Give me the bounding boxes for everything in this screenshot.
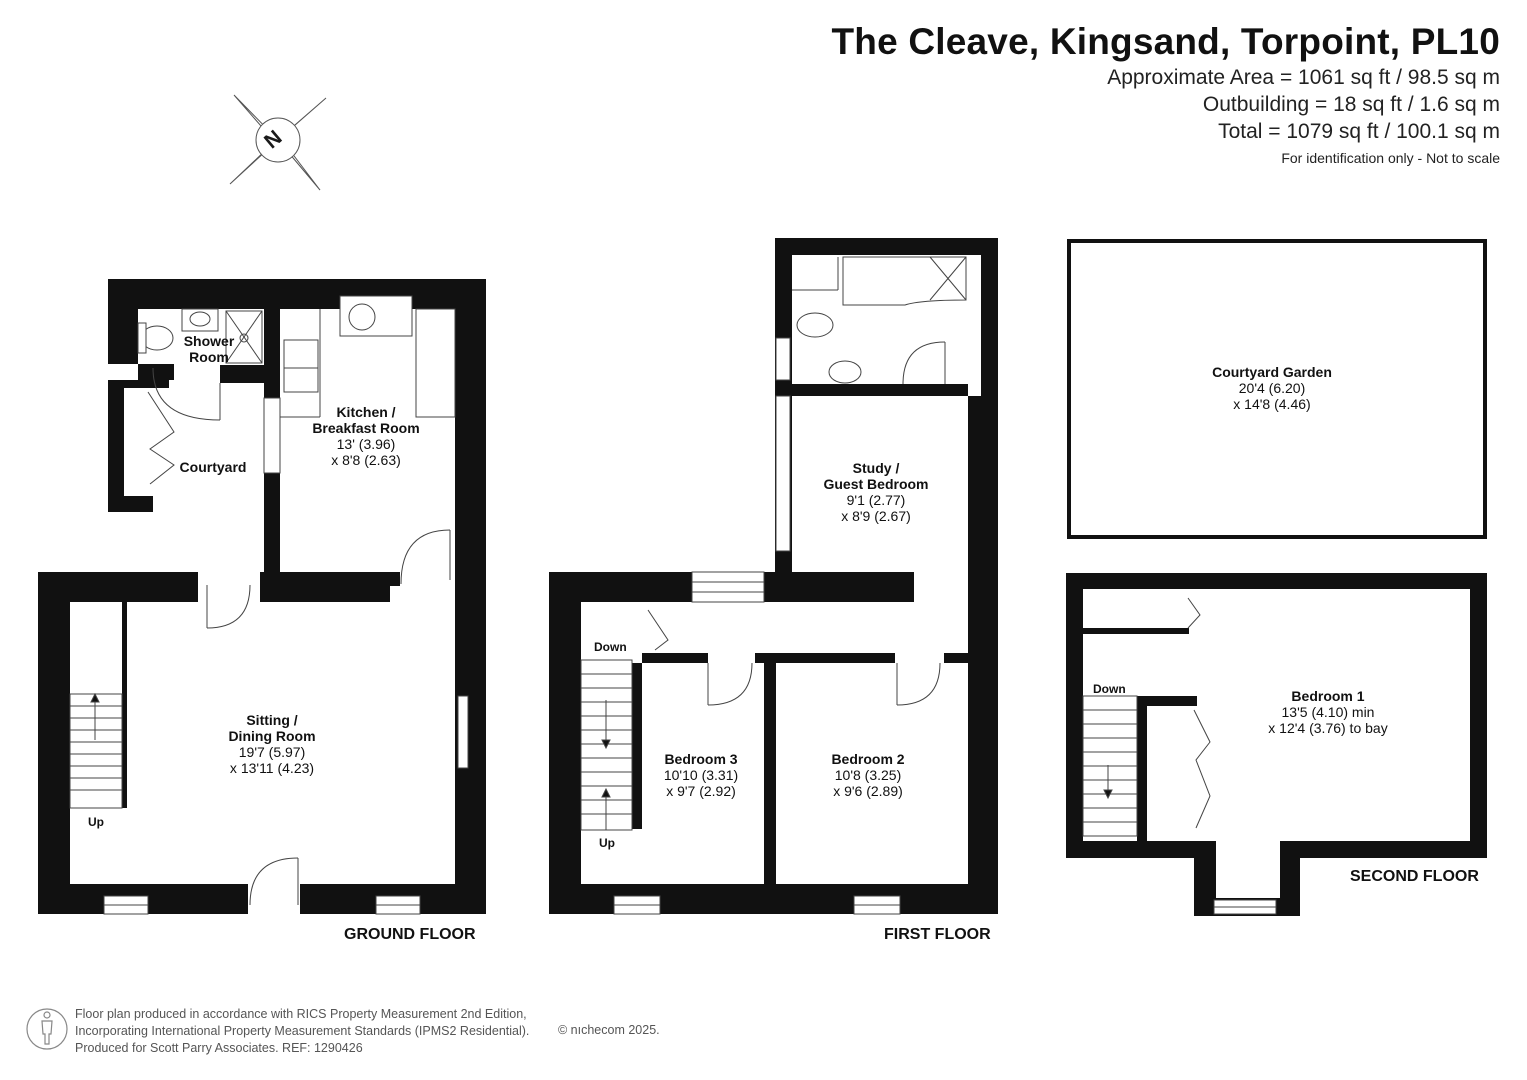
compass-rose-icon bbox=[229, 94, 327, 191]
room-dimension: 10'8 (3.25) bbox=[834, 767, 902, 783]
room-kitchen: Kitchen / Breakfast Room 13' (3.96) x 8'… bbox=[312, 404, 419, 468]
stair-up-label-first: Up bbox=[599, 836, 615, 850]
room-dimension: x 12'4 (3.76) to bay bbox=[1268, 720, 1388, 736]
second-floor-fixtures bbox=[1082, 597, 1277, 915]
footer-line: Floor plan produced in accordance with R… bbox=[75, 1007, 527, 1021]
room-name: Courtyard bbox=[179, 459, 247, 475]
room-dimension: 9'1 (2.77) bbox=[846, 492, 906, 508]
second-floor-label: SECOND FLOOR bbox=[1350, 868, 1479, 885]
room-courtyard: Courtyard bbox=[180, 459, 247, 475]
room-dimension: x 9'6 (2.89) bbox=[833, 783, 903, 799]
room-dimension: 13' (3.96) bbox=[336, 436, 396, 452]
approximate-area: Approximate Area = 1061 sq ft / 98.5 sq … bbox=[1107, 66, 1500, 89]
room-shower: Shower Room bbox=[184, 333, 235, 365]
room-dimension: 19'7 (5.97) bbox=[238, 744, 306, 760]
courtyard-garden-outline bbox=[1067, 239, 1487, 539]
ground-floor-label: GROUND FLOOR bbox=[344, 926, 476, 943]
property-title: The Cleave, Kingsand, Torpoint, PL10 bbox=[831, 21, 1500, 62]
person-icon bbox=[26, 1008, 68, 1050]
second-stair-treads bbox=[1083, 709, 1137, 823]
room-name: Breakfast Room bbox=[312, 420, 420, 436]
header: The Cleave, Kingsand, Torpoint, PL10 App… bbox=[831, 20, 1500, 169]
stair-down-label-second: Down bbox=[1093, 682, 1126, 696]
total-area: Total = 1079 sq ft / 100.1 sq m bbox=[1218, 120, 1500, 143]
first-floor-label: FIRST FLOOR bbox=[884, 926, 991, 943]
copyright-notice: © nıchecom 2025. bbox=[558, 1023, 660, 1037]
footer-notes: Floor plan produced in accordance with R… bbox=[75, 1006, 529, 1057]
room-name: Kitchen / bbox=[336, 404, 396, 420]
room-name: Bedroom 2 bbox=[831, 751, 905, 767]
room-dimension: x 8'8 (2.63) bbox=[331, 452, 401, 468]
room-name: Room bbox=[189, 349, 229, 365]
ground-floor-plan bbox=[38, 279, 486, 914]
room-dimension: 13'5 (4.10) min bbox=[1281, 704, 1375, 720]
stair-down-label-first: Down bbox=[594, 640, 627, 654]
room-bedroom3: Bedroom 3 10'10 (3.31) x 9'7 (2.92) bbox=[664, 751, 738, 799]
ground-floor-fixtures bbox=[69, 295, 469, 915]
room-name: Guest Bedroom bbox=[823, 476, 929, 492]
room-sitting: Sitting / Dining Room 19'7 (5.97) x 13'1… bbox=[228, 712, 315, 776]
room-name: Study / bbox=[852, 460, 900, 476]
room-name: Bedroom 1 bbox=[1291, 688, 1365, 704]
room-dimension: x 8'9 (2.67) bbox=[841, 508, 911, 524]
room-dimension: x 14'8 (4.46) bbox=[1233, 396, 1311, 412]
room-bedroom1: Bedroom 1 13'5 (4.10) min x 12'4 (3.76) … bbox=[1268, 688, 1387, 736]
room-study: Study / Guest Bedroom 9'1 (2.77) x 8'9 (… bbox=[823, 460, 928, 524]
outbuilding-area: Outbuilding = 18 sq ft / 1.6 sq m bbox=[1202, 93, 1500, 116]
room-name: Bedroom 3 bbox=[664, 751, 738, 767]
scale-note: For identification only - Not to scale bbox=[1281, 150, 1500, 166]
room-bedroom2: Bedroom 2 10'8 (3.25) x 9'6 (2.89) bbox=[831, 751, 904, 799]
room-name: Courtyard Garden bbox=[1212, 364, 1332, 380]
room-name: Dining Room bbox=[228, 728, 316, 744]
room-dimension: 20'4 (6.20) bbox=[1238, 380, 1306, 396]
stair-up-label-ground: Up bbox=[88, 815, 104, 829]
room-name: Shower bbox=[183, 333, 235, 349]
room-dimension: x 9'7 (2.92) bbox=[666, 783, 736, 799]
ground-stair-treads bbox=[70, 692, 122, 791]
room-courtyard-garden: Courtyard Garden 20'4 (6.20) x 14'8 (4.4… bbox=[1212, 364, 1332, 412]
room-dimension: 10'10 (3.31) bbox=[663, 767, 739, 783]
footer-line: Produced for Scott Parry Associates. REF… bbox=[75, 1041, 363, 1055]
room-name: Sitting / bbox=[246, 712, 298, 728]
first-stair-treads bbox=[581, 673, 632, 830]
footer-line: Incorporating International Property Mea… bbox=[75, 1024, 530, 1038]
room-dimension: x 13'11 (4.23) bbox=[229, 760, 315, 776]
